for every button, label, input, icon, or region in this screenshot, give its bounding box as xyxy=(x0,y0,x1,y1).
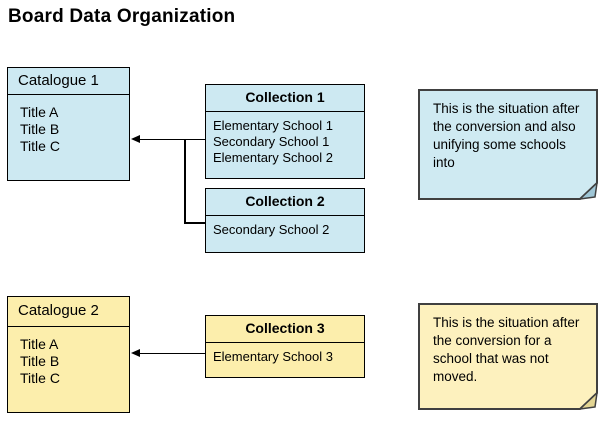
note-text: This is the situation after the conversi… xyxy=(433,315,580,384)
collection-item: Elementary School 1 xyxy=(213,118,333,133)
arrowhead-to-catalogue-1 xyxy=(131,135,140,143)
catalogue-item: Title B xyxy=(20,121,60,137)
collection-2-title: Collection 2 xyxy=(206,189,364,216)
catalogue-item: Title C xyxy=(20,138,60,154)
catalogue-2-title: Catalogue 2 xyxy=(8,297,129,327)
collection-item: Secondary School 1 xyxy=(213,134,330,149)
catalogue-2-box[interactable]: Catalogue 2 Title A Title B Title C xyxy=(7,296,130,413)
collection-3-box[interactable]: Collection 3 Elementary School 3 xyxy=(205,315,365,378)
collection-item: Elementary School 3 xyxy=(213,349,333,364)
collection-item: Elementary School 2 xyxy=(213,150,333,165)
collection-item: Secondary School 2 xyxy=(213,222,330,237)
catalogue-2-items: Title A Title B Title C xyxy=(8,327,129,387)
collection-1-items: Elementary School 1 Secondary School 1 E… xyxy=(206,112,364,166)
collection-3-title: Collection 3 xyxy=(206,316,364,343)
catalogue-item: Title B xyxy=(20,353,60,369)
catalogue-item: Title C xyxy=(20,370,60,386)
catalogue-1-items: Title A Title B Title C xyxy=(8,95,129,155)
diagram-title: Board Data Organization xyxy=(8,6,236,27)
collection-2-box[interactable]: Collection 2 Secondary School 2 xyxy=(205,188,365,253)
catalogue-1-box[interactable]: Catalogue 1 Title A Title B Title C xyxy=(7,67,130,181)
note-not-moved[interactable]: This is the situation after the conversi… xyxy=(418,303,598,410)
arrowhead-to-catalogue-2 xyxy=(131,349,140,357)
connector-branch-vertical xyxy=(184,139,186,223)
collection-1-box[interactable]: Collection 1 Elementary School 1 Seconda… xyxy=(205,84,365,179)
collection-1-title: Collection 1 xyxy=(206,85,364,112)
collection-3-items: Elementary School 3 xyxy=(206,343,364,365)
note-conversion-unify[interactable]: This is the situation after the conversi… xyxy=(418,89,598,200)
connector-collection2-elbow xyxy=(184,222,205,224)
catalogue-item: Title A xyxy=(20,336,59,352)
catalogue-1-title: Catalogue 1 xyxy=(8,68,129,95)
connector-collection3-catalogue2 xyxy=(139,352,205,354)
sticky-note-shape xyxy=(418,89,598,200)
sticky-note-shape xyxy=(418,303,598,410)
collection-2-items: Secondary School 2 xyxy=(206,216,364,238)
catalogue-item: Title A xyxy=(20,104,59,120)
connector-collection1-catalogue1 xyxy=(139,138,205,140)
note-text: This is the situation after the conversi… xyxy=(433,101,580,170)
